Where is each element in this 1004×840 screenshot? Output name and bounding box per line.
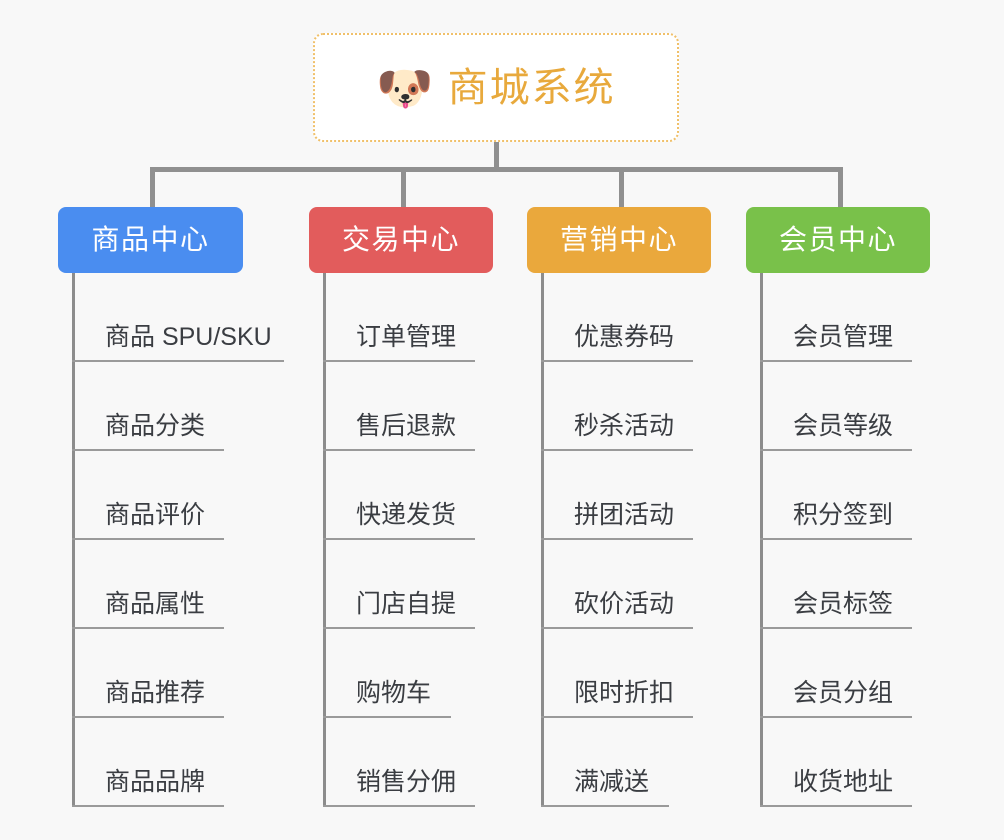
leaf-item[interactable]: 快递发货 (323, 451, 475, 540)
leaf-item-underline (323, 449, 475, 451)
shiba-dog-face-icon: 🐶 (376, 61, 434, 114)
leaf-item-label: 优惠券码 (574, 323, 675, 351)
connector-drop-member-center (838, 167, 843, 209)
leaf-item-underline (541, 449, 693, 451)
leaf-item-underline (760, 360, 912, 362)
leaf-item-underline (72, 538, 224, 540)
leaf-item-underline (72, 360, 284, 362)
connector-drop-product-center (150, 167, 155, 209)
leaf-item-label: 购物车 (356, 679, 432, 707)
connector-root-stem (494, 142, 499, 170)
leaf-item-underline (541, 627, 693, 629)
leaf-item[interactable]: 商品分类 (72, 362, 272, 451)
leaf-item[interactable]: 会员分组 (760, 629, 912, 718)
leaf-spine (541, 273, 544, 807)
leaf-item[interactable]: 商品评价 (72, 451, 272, 540)
leaf-spine (760, 273, 763, 807)
leaf-item[interactable]: 拼团活动 (541, 451, 693, 540)
category-box-trade-center[interactable]: 交易中心 (309, 207, 493, 273)
leaf-item-label: 商品品牌 (105, 768, 206, 796)
leaf-item[interactable]: 门店自提 (323, 540, 475, 629)
leaf-item[interactable]: 砍价活动 (541, 540, 693, 629)
leaf-item-label: 商品推荐 (105, 679, 206, 707)
leaf-item-underline (541, 716, 693, 718)
leaf-column-product-center: 商品 SPU/SKU 商品分类商品评价商品属性商品推荐商品品牌 (72, 273, 284, 807)
leaf-item-label: 销售分佣 (356, 768, 457, 796)
leaf-item[interactable]: 优惠券码 (541, 273, 693, 362)
leaf-item-underline (72, 449, 224, 451)
leaf-item-underline (541, 538, 693, 540)
category-label: 交易中心 (341, 224, 460, 255)
leaf-column-trade-center: 订单管理售后退款快递发货门店自提购物车销售分佣 (323, 273, 475, 807)
leaf-item[interactable]: 商品 SPU/SKU (72, 273, 284, 362)
leaf-item-underline (541, 360, 693, 362)
connector-drop-trade-center (401, 167, 406, 209)
leaf-item[interactable]: 商品推荐 (72, 629, 272, 718)
leaf-item[interactable]: 售后退款 (323, 362, 475, 451)
leaf-item-underline (72, 627, 224, 629)
connector-horizontal-bus (150, 167, 841, 172)
leaf-item[interactable]: 秒杀活动 (541, 362, 693, 451)
leaf-item[interactable]: 销售分佣 (323, 718, 475, 807)
leaf-item-label: 商品评价 (105, 501, 206, 529)
category-label: 商品中心 (91, 224, 210, 255)
connector-drop-marketing-center (619, 167, 624, 209)
leaf-item-underline (760, 627, 912, 629)
leaf-spine (72, 273, 75, 807)
leaf-item-underline (323, 360, 475, 362)
leaf-spine (323, 273, 326, 807)
leaf-item[interactable]: 购物车 (323, 629, 456, 718)
category-box-member-center[interactable]: 会员中心 (746, 207, 930, 273)
leaf-item-underline (72, 716, 224, 718)
leaf-column-member-center: 会员管理会员等级积分签到会员标签会员分组收货地址 (760, 273, 912, 807)
leaf-item[interactable]: 会员标签 (760, 540, 912, 629)
leaf-item[interactable]: 会员等级 (760, 362, 912, 451)
leaf-item[interactable]: 限时折扣 (541, 629, 693, 718)
leaf-item-underline (72, 805, 224, 807)
leaf-item-label: 会员等级 (793, 412, 894, 440)
leaf-item-label: 商品分类 (105, 412, 206, 440)
leaf-item[interactable]: 积分签到 (760, 451, 912, 540)
leaf-item[interactable]: 订单管理 (323, 273, 475, 362)
leaf-item[interactable]: 会员管理 (760, 273, 912, 362)
leaf-item-label: 收货地址 (793, 768, 894, 796)
leaf-item-label: 会员标签 (793, 590, 894, 618)
leaf-item-underline (323, 627, 475, 629)
leaf-item-underline (323, 716, 451, 718)
leaf-item[interactable]: 商品品牌 (72, 718, 272, 807)
leaf-item[interactable]: 满减送 (541, 718, 674, 807)
leaf-item-underline (760, 449, 912, 451)
category-box-marketing-center[interactable]: 营销中心 (527, 207, 711, 273)
leaf-item-label: 拼团活动 (574, 501, 675, 529)
category-label: 会员中心 (778, 224, 897, 255)
leaf-item-underline (323, 538, 475, 540)
leaf-item-label: 门店自提 (356, 590, 457, 618)
leaf-item-label: 会员管理 (793, 323, 894, 351)
leaf-item-label: 砍价活动 (574, 590, 675, 618)
category-box-product-center[interactable]: 商品中心 (58, 207, 243, 273)
leaf-column-marketing-center: 优惠券码秒杀活动拼团活动砍价活动限时折扣满减送 (541, 273, 693, 807)
leaf-item-label: 积分签到 (793, 501, 894, 529)
leaf-item-label: 商品 SPU/SKU (105, 323, 272, 351)
leaf-item-label: 商品属性 (105, 590, 206, 618)
leaf-item-label: 售后退款 (356, 412, 457, 440)
leaf-item-underline (323, 805, 475, 807)
leaf-item-label: 订单管理 (356, 323, 457, 351)
leaf-item-label: 满减送 (574, 768, 650, 796)
leaf-item-underline (541, 805, 669, 807)
leaf-item-label: 快递发货 (356, 501, 457, 529)
leaf-item[interactable]: 商品属性 (72, 540, 272, 629)
leaf-item[interactable]: 收货地址 (760, 718, 912, 807)
root-node[interactable]: 🐶 商城系统 (313, 33, 679, 142)
leaf-item-underline (760, 805, 912, 807)
leaf-item-label: 会员分组 (793, 679, 894, 707)
leaf-item-label: 秒杀活动 (574, 412, 675, 440)
leaf-item-label: 限时折扣 (574, 679, 675, 707)
leaf-item-underline (760, 716, 912, 718)
category-label: 营销中心 (559, 224, 678, 255)
root-node-title: 商城系统 (447, 65, 616, 110)
leaf-item-underline (760, 538, 912, 540)
